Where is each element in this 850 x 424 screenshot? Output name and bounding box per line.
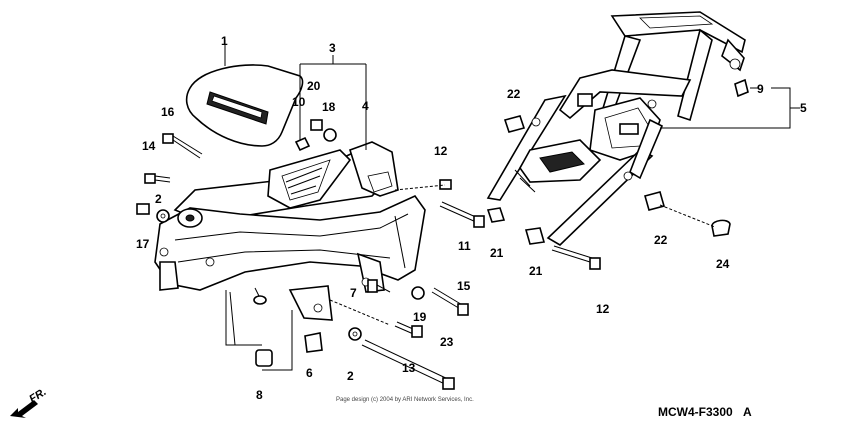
front-arrow-icon [10,400,38,418]
callout-12: 12 [596,302,610,316]
part-callouts: 1 2 2 3 4 5 6 7 8 9 10 11 12 12 13 14 15… [136,34,807,402]
callout-20: 20 [307,79,321,93]
callout-2: 2 [347,369,354,383]
copyright-notice: Page design (c) 2004 by ARI Network Serv… [336,397,474,403]
callout-14: 14 [142,139,156,153]
callout-6: 6 [306,366,313,380]
callout-8: 8 [256,388,263,402]
front-direction-indicator: FR. [10,386,49,418]
callout-1: 1 [221,34,228,48]
callout-13: 13 [402,361,416,375]
callout-5: 5 [800,101,807,115]
callout-4: 4 [362,99,369,113]
callout-11: 11 [458,239,471,253]
callout-17: 17 [136,237,150,251]
main-frame-illustration [154,141,426,346]
callout-10: 10 [292,95,306,109]
callout-21: 21 [490,246,504,260]
sub-frame-illustration [486,11,758,270]
direction-label: FR. [27,386,48,406]
callout-12: 12 [434,144,448,158]
callout-7: 7 [350,286,357,300]
heat-shield-illustration [185,40,304,147]
callout-16: 16 [161,105,175,119]
callout-21: 21 [529,264,543,278]
callout-22: 22 [507,87,521,101]
callout-3: 3 [329,41,336,55]
callout-24: 24 [716,257,730,271]
hardware-left [136,119,546,390]
callout-22: 22 [654,233,668,247]
callout-2: 2 [155,192,162,206]
callout-19: 19 [413,310,427,324]
diagram-code: MCW4-F3300 [658,405,733,419]
bracket-lines [225,55,800,371]
callout-9: 9 [757,82,764,96]
callout-15: 15 [457,279,471,293]
revision-mark: A [743,405,752,419]
callout-23: 23 [440,335,454,349]
callout-18: 18 [322,100,336,114]
